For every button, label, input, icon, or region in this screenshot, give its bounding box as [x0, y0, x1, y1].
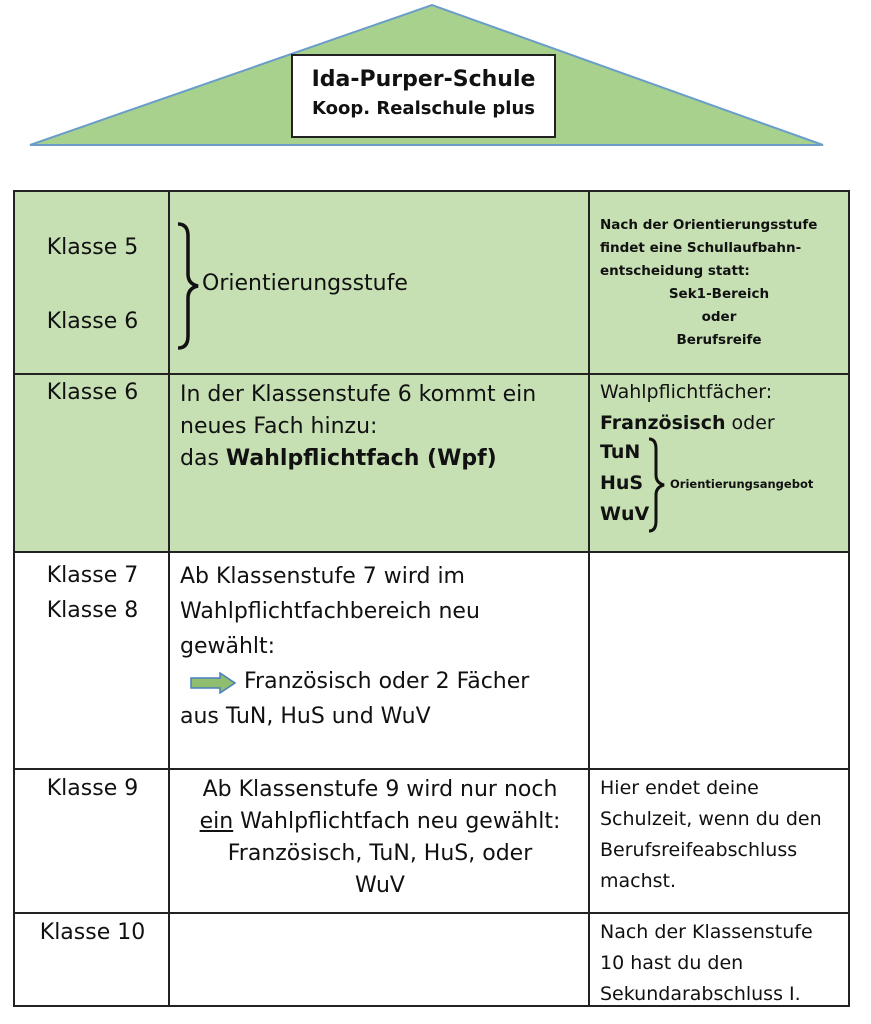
text-line: Französisch, TuN, HuS, oder [227, 841, 533, 866]
row-class-9: Klasse 9 Ab Klassenstufe 9 wird nur noch… [15, 770, 848, 914]
note-cell: Nach der Orientierungsstufe findet eine … [590, 192, 848, 373]
note-line: entscheidung statt: [600, 263, 750, 279]
class-cell: Klasse 10 [15, 914, 170, 1005]
description-cell: Ab Klassenstufe 7 wird im Wahlpflichtfac… [170, 553, 590, 768]
note-option: Berufsreife [676, 332, 762, 348]
orientation-label: Orientierungsstufe [202, 271, 408, 296]
row-class-10: Klasse 10 Nach der Klassenstufe 10 hast … [15, 914, 848, 1005]
school-name-box: Ida-Purper-Schule Koop. Realschule plus [291, 54, 556, 138]
class-label: Klasse 9 [46, 776, 139, 801]
class-label: Klasse 8 [46, 598, 139, 623]
text-line: In der Klassenstufe 6 kommt ein [180, 382, 537, 407]
description-cell [170, 914, 590, 1005]
school-subtitle: Koop. Realschule plus [312, 98, 535, 119]
row-class-7-8: Klasse 7 Klasse 8 Ab Klassenstufe 7 wird… [15, 553, 848, 770]
text-line: das Wahlpflichtfach (Wpf) [180, 446, 497, 471]
class-label: Klasse 6 [46, 380, 139, 405]
text-line: WuV [355, 873, 405, 898]
school-structure-table: Klasse 5 Klasse 6 Orientierungsstufe Nac… [13, 190, 850, 1007]
text-line: neues Fach hinzu: [180, 414, 378, 439]
note-line: Hier endet deine [600, 777, 759, 799]
class-cell: Klasse 5 Klasse 6 [15, 192, 170, 373]
wpf-option-line: Französisch oder [600, 412, 775, 434]
text-line: Französisch oder 2 Fächer [180, 664, 529, 699]
description-cell: Orientierungsstufe [170, 192, 590, 373]
note-cell: Nach der Klassenstufe 10 hast du den Sek… [590, 914, 848, 1005]
description-cell: In der Klassenstufe 6 kommt ein neues Fa… [170, 375, 590, 551]
subject-item: TuN [600, 441, 641, 463]
text-line: gewählt: [180, 634, 276, 659]
subject-item: WuV [600, 503, 650, 525]
note-line: Berufsreifeabschluss [600, 839, 798, 861]
arrow-right-icon [190, 672, 236, 694]
class-cell: Klasse 6 [15, 375, 170, 551]
note-line: Nach der Orientierungsstufe [600, 217, 818, 233]
text-line: aus TuN, HuS und WuV [180, 704, 431, 729]
text-line: Ab Klassenstufe 9 wird nur noch [202, 777, 558, 802]
note-option: oder [701, 309, 737, 325]
note-cell: Wahlpflichtfächer: Französisch oder TuN … [590, 375, 848, 551]
text-line: ein Wahlpflichtfach neu gewählt: [199, 809, 561, 834]
description-cell: Ab Klassenstufe 9 wird nur noch ein Wahl… [170, 770, 590, 912]
curly-brace-icon [177, 222, 199, 350]
class-cell: Klasse 7 Klasse 8 [15, 553, 170, 768]
class-cell: Klasse 9 [15, 770, 170, 912]
note-line: 10 hast du den [600, 952, 744, 974]
class-label: Klasse 6 [46, 309, 139, 334]
note-option: Sek1-Bereich [668, 286, 770, 302]
subject-item: HuS [600, 472, 644, 494]
note-line: findet eine Schullaufbahn- [600, 240, 802, 256]
text-line: Wahlpflichtfachbereich neu [180, 599, 480, 624]
note-line: Sekundarabschluss I. [600, 983, 801, 1005]
school-title: Ida-Purper-Schule [311, 67, 536, 92]
row-class-6: Klasse 6 In der Klassenstufe 6 kommt ein… [15, 375, 848, 553]
class-label: Klasse 7 [46, 563, 139, 588]
note-cell: Hier endet deine Schulzeit, wenn du den … [590, 770, 848, 912]
wpf-term: Wahlpflichtfach (Wpf) [225, 446, 497, 471]
note-line: Schulzeit, wenn du den [600, 808, 822, 830]
text-line: Ab Klassenstufe 7 wird im [180, 564, 465, 589]
curly-brace-icon [648, 437, 665, 533]
note-line: Nach der Klassenstufe [600, 921, 813, 943]
wpf-title: Wahlpflichtfächer: [600, 381, 773, 403]
class-label: Klasse 10 [39, 920, 146, 945]
note-line: machst. [600, 870, 677, 892]
emphasis: ein [199, 809, 234, 834]
offer-label: Orientierungsangebot [670, 477, 814, 491]
note-cell [590, 553, 848, 768]
row-orientation: Klasse 5 Klasse 6 Orientierungsstufe Nac… [15, 192, 848, 375]
class-label: Klasse 5 [46, 235, 139, 260]
